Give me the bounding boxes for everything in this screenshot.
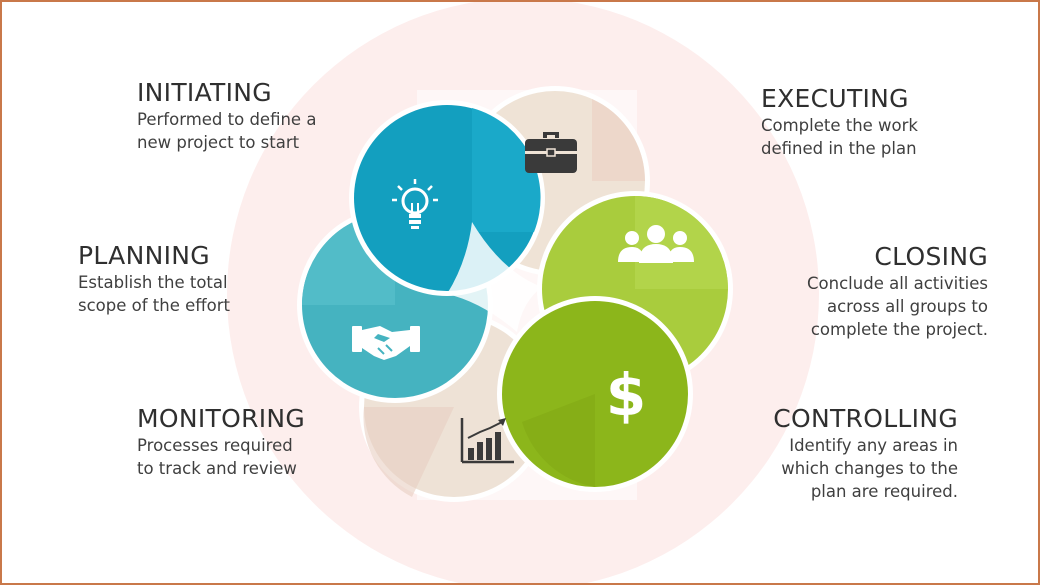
- swirl-center: [447, 222, 542, 332]
- phase-title: INITIATING: [137, 78, 272, 107]
- phase-title: PLANNING: [78, 241, 210, 270]
- phase-initiating: INITIATING Performed to define a new pro…: [137, 78, 316, 154]
- phase-title: CONTROLLING: [773, 404, 958, 433]
- phase-closing: CLOSING Conclude all activities across a…: [807, 242, 988, 341]
- phase-title: MONITORING: [137, 404, 306, 433]
- handshake-icon: [352, 326, 420, 360]
- phase-description: Establish the total scope of the effort: [78, 273, 230, 315]
- bar-chart-icon: [460, 418, 514, 464]
- phase-planning: PLANNING Establish the total scope of th…: [78, 241, 230, 317]
- team-icon: [618, 225, 694, 263]
- phase-controlling: CONTROLLING Identify any areas in which …: [773, 404, 958, 503]
- dollar-icon: $: [606, 361, 646, 429]
- phase-description: Conclude all activities across all group…: [807, 274, 988, 339]
- phase-description: Performed to define a new project to sta…: [137, 110, 317, 152]
- briefcase-icon: [525, 132, 577, 173]
- phase-description: Identify any areas in which changes to t…: [781, 436, 958, 501]
- phase-description: Processes required to track and review: [137, 436, 297, 478]
- phase-title: EXECUTING: [760, 84, 909, 113]
- petal-initiating: [349, 100, 545, 296]
- phase-title: CLOSING: [874, 242, 988, 271]
- phase-monitoring: MONITORING Processes required to track a…: [137, 404, 305, 480]
- petal-controlling: [497, 296, 693, 492]
- phase-executing: EXECUTING Complete the work defined in t…: [761, 84, 918, 160]
- phase-description: Complete the work defined in the plan: [760, 116, 918, 158]
- lightbulb-icon: [392, 179, 438, 229]
